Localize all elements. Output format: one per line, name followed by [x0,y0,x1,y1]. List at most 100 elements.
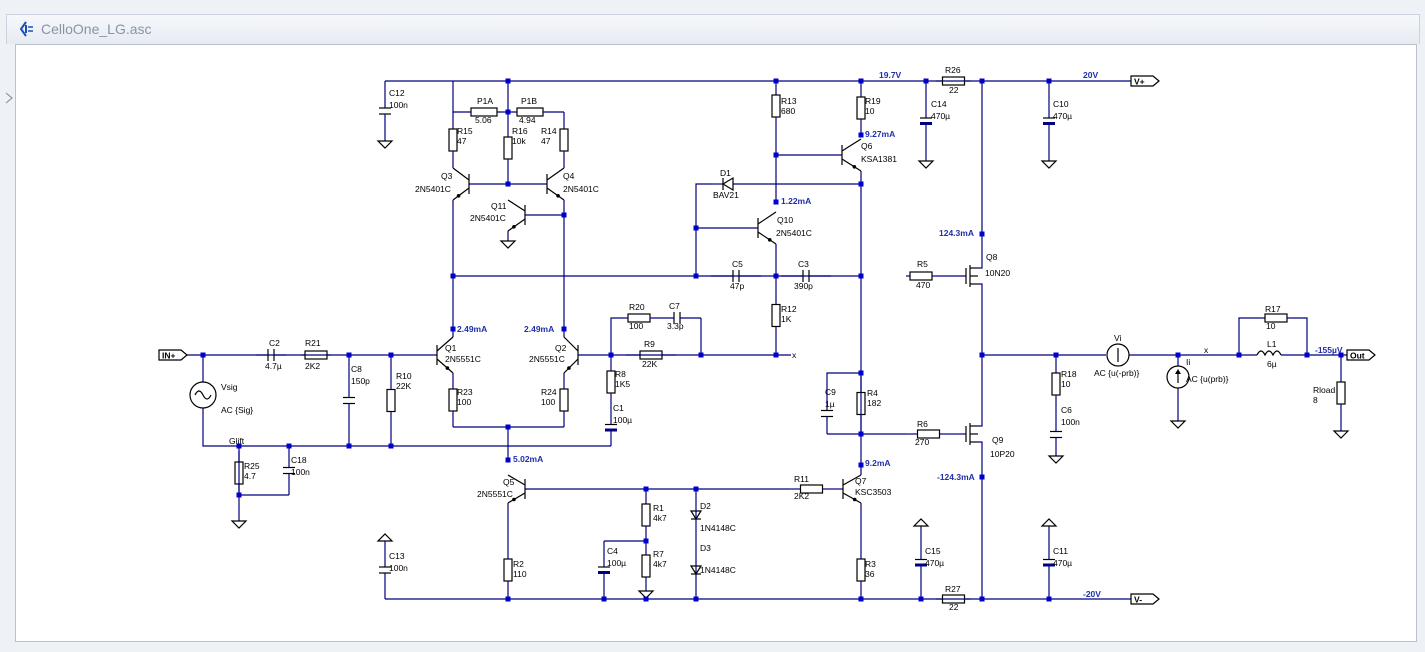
resistor-r14 [559,112,569,168]
r3-ref-label: R3 [865,559,876,569]
title-bar[interactable]: CelloOne_LG.asc [6,14,1420,44]
wire [1238,317,1261,355]
junction-dot [693,596,699,602]
junction-dot [698,352,704,358]
junction-dot [1338,352,1344,358]
q8-ref-label: Q8 [986,252,998,262]
q6-current-label: 9.27mA [865,129,895,139]
junction-dot [388,443,394,449]
r20-value-label: 100 [629,321,643,331]
transistor-q5 [507,474,526,504]
wire [978,81,983,269]
junction-dot [858,596,864,602]
capacitor-c8 [343,355,355,446]
mosfet-q9 [965,423,978,445]
c12-ref-label: C12 [389,88,405,98]
q2-ref-label: Q2 [555,343,567,353]
wire [695,183,713,276]
resistor-r23 [448,373,458,427]
r1-ref-label: R1 [653,503,664,513]
junction-dot [643,486,649,492]
r27-ref-label: R27 [945,584,961,594]
wire [978,441,983,599]
supply-arrow-icon [912,518,930,527]
junction-dot [1175,352,1181,358]
junction-dot [561,326,567,332]
r26-ref-label: R26 [945,65,961,75]
c14-ref-label: C14 [931,99,947,109]
supply-arrow-icon [376,533,394,542]
trimmer-p1a [470,107,498,117]
r10-value-label: 22K [396,381,411,391]
q9-current-label: -124.3mA [937,472,975,482]
capacitor-c6 [1050,413,1062,456]
r14-ref-label: R14 [541,126,557,136]
r21-value-label: 2K2 [305,361,320,371]
resistor-rload [1336,355,1346,431]
p1a-ref-label: P1A [477,96,493,106]
l1-value-label: 6µ [1267,359,1277,369]
transistor-q4 [546,167,565,201]
junction-dot [979,231,985,237]
rail-19v7-label: 19.7V [879,70,902,80]
resistor-r9 [626,350,676,360]
p1b-value-label: 4.94 [519,115,536,125]
r25-value-label: 4.7 [244,471,256,481]
capacitor-c3 [781,270,831,282]
r9-ref-label: R9 [644,339,655,349]
junction-dot [858,181,864,187]
junction-dot [561,212,567,218]
q11-ref-label: Q11 [491,201,507,211]
c2-value-label: 4.7µ [265,361,282,371]
r7-value-label: 4k7 [653,559,667,569]
q7-current-label: 9.2mA [865,458,891,468]
r26-value-label: 22 [949,85,959,95]
source-vsig [189,381,217,409]
r16-ref-label: R16 [512,126,528,136]
r3-value-label: 36 [865,569,875,579]
collapse-arrow-icon[interactable] [4,92,14,104]
q2-value-label: 2N5551C [529,354,565,364]
vneg-port-label: V- [1134,595,1142,605]
r27-value-label: 22 [949,602,959,612]
ground-symbol [1332,430,1350,439]
out-port-label: Out [1350,351,1365,361]
rail-minus20v-label: -20V [1083,589,1101,599]
q9-ref-label: Q9 [992,435,1004,445]
transistor-q1 [436,336,454,374]
junction-dot [858,462,864,468]
junction-dot [979,78,985,84]
r17-ref-label: R17 [1265,304,1281,314]
inductor-l1 [1256,350,1282,357]
r4-ref-label: R4 [867,388,878,398]
in-port-label: IN+ [162,351,176,361]
capacitor-c10 [1043,81,1055,161]
c10-value-label: 470µ [1053,111,1072,121]
q5-current-label: 5.02mA [513,454,543,464]
ground-symbol [637,590,655,599]
c13-ref-label: C13 [389,551,405,561]
r23-value-label: 100 [457,397,471,407]
wire [978,355,983,427]
vsig-value-label: AC {Sig} [221,405,253,415]
q4-ref-label: Q4 [563,171,575,181]
r4-value-label: 182 [867,398,881,408]
r18-value-label: 10 [1061,379,1071,389]
junction-dot [773,273,779,279]
ground-symbol [230,520,248,529]
r1-value-label: 4k7 [653,513,667,523]
junction-dot [643,596,649,602]
resistor-r27 [936,594,971,604]
d1-value-label: BAV21 [713,190,739,200]
q2-current-label: 2.49mA [524,324,554,334]
r2-ref-label: R2 [513,559,524,569]
junction-dot [505,457,511,463]
ground-symbol [917,160,935,169]
junction-dot [346,443,352,449]
junction-dot [236,443,242,449]
ground-symbol [376,140,394,149]
c8-ref-label: C8 [351,364,362,374]
